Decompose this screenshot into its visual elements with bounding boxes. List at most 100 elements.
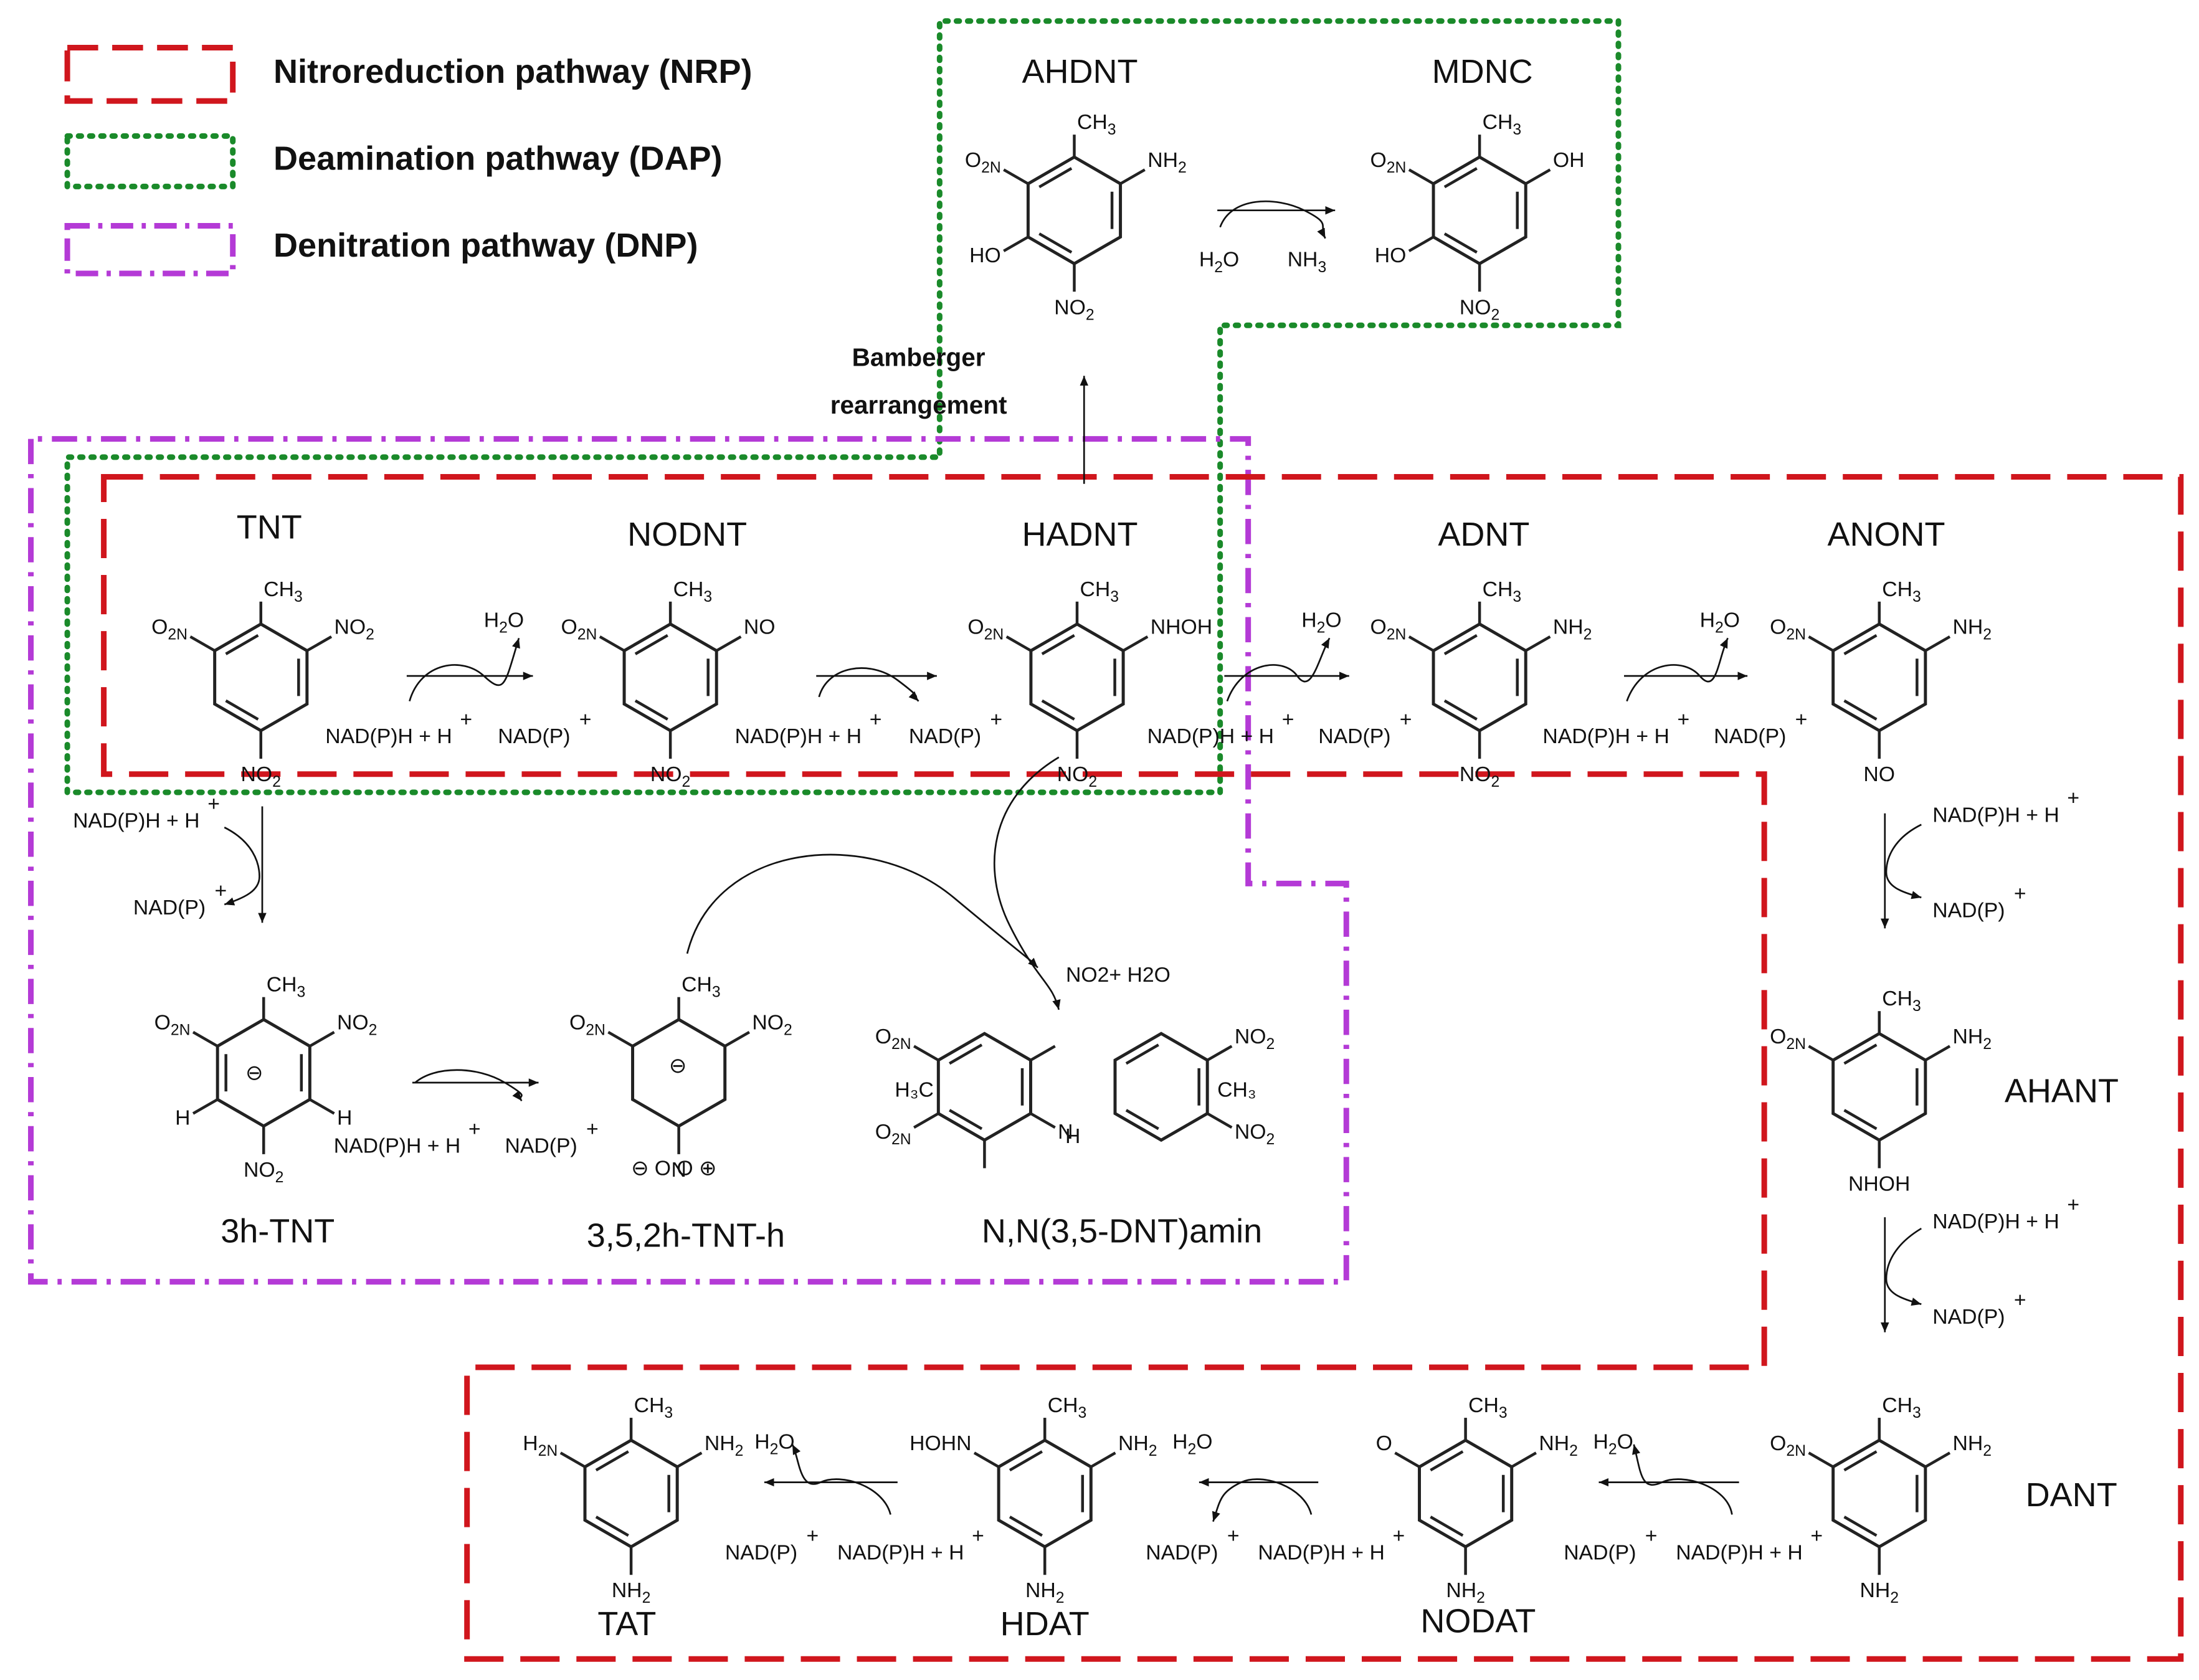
plus-label: + [1810, 1524, 1823, 1547]
legend-dap-label: Deamination pathway (DAP) [273, 140, 723, 178]
svg-text:H2N: H2N [523, 1431, 558, 1459]
water-label: H2O [1172, 1430, 1212, 1458]
svg-text:NH2: NH2 [705, 1431, 744, 1459]
ammonia-label: NH3 [1288, 248, 1327, 276]
legend-dnp-label: Denitration pathway (DNP) [273, 227, 698, 265]
compound-3h-tnt: 3h-TNT [221, 1213, 335, 1251]
compound-dant: DANT [2025, 1476, 2117, 1515]
svg-text:O2N: O2N [875, 1025, 911, 1053]
nadp-label: NAD(P) [1714, 724, 1786, 748]
svg-text:NH2: NH2 [1147, 148, 1187, 176]
svg-text:NH2: NH2 [1446, 1578, 1485, 1606]
compound-dnt-amin: N,N(3,5-DNT)amin [981, 1213, 1263, 1251]
svg-text:H: H [337, 1106, 352, 1130]
nadph-label: NAD(P)H + H [1542, 724, 1669, 748]
nadph-label: NAD(P)H + H [1147, 724, 1274, 748]
plus-label: + [579, 708, 592, 731]
nadp-label: NAD(P) [1564, 1540, 1636, 1564]
plus-label: + [2067, 786, 2079, 810]
dnp-region [28, 436, 1349, 1285]
svg-text:NO2: NO2 [1460, 762, 1499, 790]
svg-text:NO2: NO2 [337, 1010, 377, 1038]
pathway-regions [28, 18, 2184, 1662]
svg-text:CH3: CH3 [1077, 110, 1116, 138]
svg-text:CH3: CH3 [1080, 577, 1119, 605]
svg-text:HOHN: HOHN [910, 1431, 971, 1455]
compound-ahant: AHANT [2004, 1073, 2119, 1111]
svg-text:NO2: NO2 [1054, 295, 1094, 323]
plus-label: + [2067, 1193, 2079, 1217]
svg-text:O2N: O2N [151, 615, 188, 643]
svg-text:CH3: CH3 [1882, 987, 1921, 1015]
plus-label: + [2014, 881, 2026, 905]
svg-text:O2N: O2N [154, 1010, 191, 1038]
legend-nrp-label: Nitroreduction pathway (NRP) [273, 53, 753, 92]
water-label: H2O [1593, 1430, 1633, 1458]
svg-text:NO2: NO2 [335, 615, 374, 643]
plus-label: + [1227, 1524, 1240, 1547]
plus-label: + [1795, 708, 1808, 731]
svg-text:NO2: NO2 [650, 762, 690, 790]
methyl-label: CH₃ [1217, 1078, 1256, 1102]
svg-text:NO2: NO2 [1235, 1025, 1275, 1053]
nitronate-label: ⊖ O O ⊕ [631, 1157, 716, 1180]
svg-text:HO: HO [969, 244, 1001, 267]
svg-text:N: N [671, 1158, 686, 1182]
svg-text:H: H [175, 1106, 190, 1130]
compound-hdat: HDAT [1000, 1605, 1090, 1644]
water-label: H2O [1199, 248, 1239, 276]
nadph-label: NAD(P)H + H [735, 724, 862, 748]
compound-ahdnt: AHDNT [1022, 53, 1138, 92]
svg-text:HO: HO [1375, 244, 1407, 267]
compound-adnt: ADNT [1438, 516, 1530, 554]
no2-water-label: NO2+ H2O [1066, 963, 1171, 987]
plus-label: + [586, 1118, 599, 1141]
svg-text:O2N: O2N [1770, 615, 1806, 643]
nadp-label: NAD(P) [725, 1540, 797, 1564]
nadph-label: NAD(P)H + H [1258, 1540, 1384, 1564]
svg-text:NH2: NH2 [1859, 1578, 1899, 1606]
svg-text:NH2: NH2 [612, 1578, 651, 1606]
nrp-region-upper [101, 473, 2184, 1662]
svg-text:NO2: NO2 [1057, 762, 1097, 790]
svg-text:NO: NO [1863, 762, 1895, 786]
reaction-arrows [224, 200, 1922, 1522]
svg-text:NO: NO [744, 615, 776, 639]
svg-text:NO2: NO2 [241, 762, 281, 790]
svg-text:CH3: CH3 [1882, 1393, 1921, 1421]
svg-text:CH3: CH3 [673, 577, 713, 605]
compound-anont: ANONT [1827, 516, 1945, 554]
nadp-label: NAD(P) [133, 896, 206, 919]
svg-text:NHOH: NHOH [1151, 615, 1212, 639]
nadph-label: NAD(P)H + H [837, 1540, 964, 1564]
svg-text:CH3: CH3 [267, 973, 306, 1001]
svg-text:NO2: NO2 [1235, 1120, 1275, 1148]
plus-label: + [1645, 1524, 1658, 1547]
svg-text:NH2: NH2 [1953, 615, 1992, 643]
svg-text:CH3: CH3 [1483, 110, 1522, 138]
svg-text:NH2: NH2 [1025, 1578, 1065, 1606]
svg-text:NH2: NH2 [1953, 1431, 1992, 1459]
svg-text:OH: OH [1553, 148, 1585, 172]
plus-label: + [460, 708, 472, 731]
nadp-label: NAD(P) [498, 724, 570, 748]
plus-label: + [468, 1118, 481, 1141]
nadp-label: NAD(P) [909, 724, 981, 748]
bamberger-label: Bamberger rearrangement [830, 343, 1007, 420]
plus-label: + [1400, 708, 1412, 731]
svg-text:O: O [1376, 1431, 1392, 1455]
svg-text:CH3: CH3 [1048, 1393, 1087, 1421]
